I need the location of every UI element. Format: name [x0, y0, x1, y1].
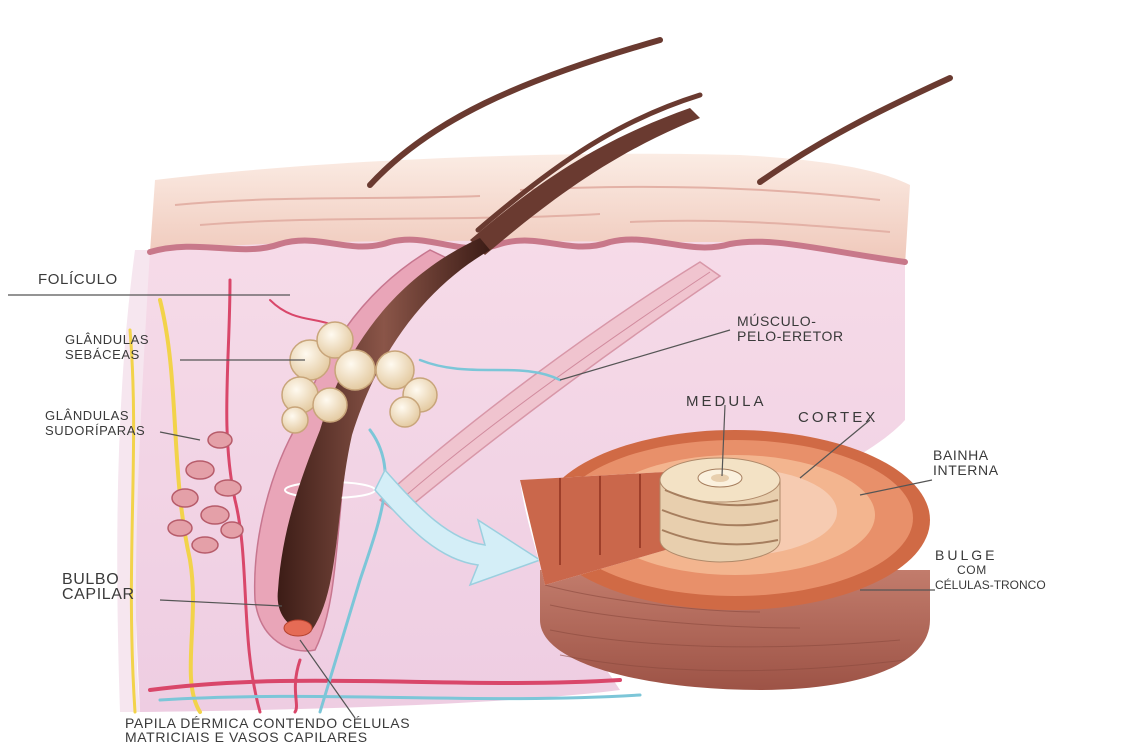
label-bulge-line3: CÉLULAS-TRONCO: [935, 578, 1046, 593]
label-bainha-interna: BAINHA INTERNA: [933, 448, 999, 478]
label-bainha-line1: BAINHA: [933, 448, 999, 463]
label-bulbo-capilar-line1: BULBO: [62, 572, 135, 587]
label-foliculo: FOLÍCULO: [38, 272, 118, 287]
label-glandulas-sebaceas: GLÂNDULAS SEBÁCEAS: [65, 332, 149, 362]
label-foliculo-text: FOLÍCULO: [38, 272, 118, 287]
label-medula-text: MEDULA: [686, 394, 767, 409]
label-glandulas-sudoriparas: GLÂNDULAS SUDORÍPARAS: [45, 408, 145, 438]
hair-cross-section: [520, 430, 930, 690]
label-papila-dermica-line1: PAPILA DÉRMICA CONTENDO CÉLULAS: [125, 716, 410, 730]
label-glandulas-sudoriparas-line1: GLÂNDULAS: [45, 408, 145, 423]
label-papila-dermica: PAPILA DÉRMICA CONTENDO CÉLULAS MATRICIA…: [125, 716, 410, 744]
label-musculo-line2: PELO-ERETOR: [737, 329, 844, 344]
label-musculo-pelo-eretor: MÚSCULO- PELO-ERETOR: [737, 314, 844, 344]
label-bulge-line2: COM: [935, 563, 1046, 578]
label-bainha-line2: INTERNA: [933, 463, 999, 478]
label-papila-dermica-line2: MATRICIAIS E VASOS CAPILARES: [125, 730, 410, 744]
label-glandulas-sudoriparas-line2: SUDORÍPARAS: [45, 423, 145, 438]
label-cortex: CORTEX: [798, 410, 878, 425]
label-medula: MEDULA: [686, 394, 767, 409]
label-cortex-text: CORTEX: [798, 410, 878, 425]
label-musculo-line1: MÚSCULO-: [737, 314, 844, 329]
label-glandulas-sebaceas-line1: GLÂNDULAS: [65, 332, 149, 347]
label-bulbo-capilar: BULBO CAPILAR: [62, 572, 135, 602]
label-bulge-line1: BULGE: [935, 548, 1046, 563]
label-bulbo-capilar-line2: CAPILAR: [62, 587, 135, 602]
label-bulge: BULGE COM CÉLULAS-TRONCO: [935, 548, 1046, 593]
label-glandulas-sebaceas-line2: SEBÁCEAS: [65, 347, 149, 362]
